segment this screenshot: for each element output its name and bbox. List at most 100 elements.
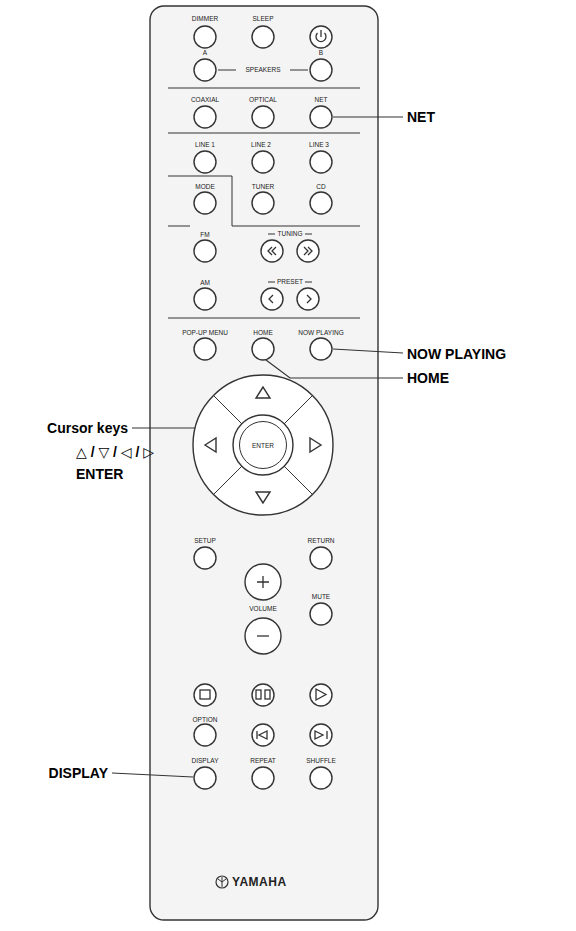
button-label: SPEAKERS: [245, 67, 280, 74]
stop-symbol: [200, 690, 210, 699]
brand-logo: YAMAHA: [232, 876, 287, 888]
remote-button: [194, 547, 216, 569]
button-label: VOLUME: [249, 606, 276, 613]
leader-line: [333, 116, 403, 117]
remote-button: [261, 240, 283, 262]
leader-line: [112, 773, 193, 777]
button-label: A: [203, 50, 207, 57]
previous-symbol: [257, 731, 267, 739]
button-label: LINE 3: [309, 142, 329, 149]
callout-label: DISPLAY: [49, 766, 108, 780]
enter-button: ENTER: [239, 421, 287, 469]
remote-button: [252, 767, 274, 789]
remote-button: [194, 59, 216, 81]
remote-button: [252, 724, 274, 746]
callout-label: Cursor keys: [47, 421, 128, 435]
button-label: PRESET: [277, 279, 303, 286]
bracket-line: [268, 282, 275, 283]
button-label: HOME: [253, 330, 273, 337]
down-arrow-symbol: [256, 492, 270, 503]
remote-button: [310, 151, 332, 173]
remote-button: [194, 338, 216, 360]
separator: [168, 318, 360, 319]
button-label: NET: [315, 97, 328, 104]
remote-button: [252, 684, 274, 706]
pad-divider: [284, 396, 312, 424]
separator: [168, 176, 360, 226]
brand-emblem: [216, 876, 228, 888]
cursor-pad: [193, 375, 333, 515]
pause-symbol: [256, 690, 261, 699]
remote-button: [310, 724, 332, 746]
separator: [168, 226, 190, 227]
button-label: AM: [200, 280, 210, 287]
button-label: RETURN: [307, 538, 334, 545]
pad-divider: [214, 396, 242, 424]
button-label: POP-UP MENU: [182, 330, 228, 337]
remote-body: [150, 6, 378, 920]
button-label: LINE 1: [195, 142, 215, 149]
remote-button: [297, 288, 319, 310]
callout-label: ENTER: [76, 467, 123, 481]
up-arrow-symbol: [256, 387, 270, 398]
callout-label: NOW PLAYING: [407, 347, 506, 361]
remote-button: [194, 192, 216, 214]
preset-down-symbol: [269, 295, 273, 303]
left-arrow-symbol: [205, 438, 216, 452]
bracket-line: [290, 70, 308, 71]
button-label: TUNER: [252, 184, 274, 191]
leader-line: [333, 349, 403, 353]
remote-button: [194, 767, 216, 789]
remote-button: [310, 338, 332, 360]
tuning-up-symbol: [304, 247, 312, 255]
button-label: SHUFFLE: [306, 758, 336, 765]
remote-button: [252, 151, 274, 173]
remote-button: [310, 684, 332, 706]
remote-button: [310, 547, 332, 569]
callout-label: HOME: [407, 371, 449, 385]
button-label: REPEAT: [250, 758, 276, 765]
remote-button: [310, 192, 332, 214]
remote-button: [310, 59, 332, 81]
separator: [168, 88, 360, 89]
bracket-line: [218, 70, 236, 71]
remote-button: [194, 240, 216, 262]
button-label: DISPLAY: [192, 758, 219, 765]
preset-up-symbol: [307, 295, 311, 303]
bracket-line: [305, 234, 312, 235]
button-label: FM: [200, 232, 209, 239]
remote-button: [261, 288, 283, 310]
tuning-down-symbol: [268, 247, 276, 255]
play-symbol: [316, 689, 326, 700]
volume-up-symbol: [257, 576, 269, 588]
remote-button: [310, 603, 332, 625]
volume-down-symbol: [257, 635, 269, 636]
remote-button: [252, 106, 274, 128]
leader-line: [266, 360, 403, 378]
button-label: ENTER: [252, 442, 274, 449]
bracket-line: [305, 282, 312, 283]
button-label: CD: [316, 184, 325, 191]
remote-button: [194, 684, 216, 706]
remote-button: [245, 618, 281, 654]
remote-button: [194, 151, 216, 173]
button-label: OPTICAL: [249, 97, 277, 104]
remote-button: [252, 192, 274, 214]
bracket-line: [268, 234, 275, 235]
brand-emblem: [218, 877, 226, 887]
pause-symbol: [265, 690, 270, 699]
remote-button: [310, 106, 332, 128]
remote-button: [310, 767, 332, 789]
right-arrow-symbol: [310, 438, 321, 452]
button-label: SLEEP: [253, 16, 274, 23]
button-label: MUTE: [312, 594, 330, 601]
callout-label: NET: [407, 110, 435, 124]
button-label: OPTION: [193, 717, 218, 724]
power-symbol: [320, 30, 321, 37]
remote-button: [297, 240, 319, 262]
remote-button: [252, 26, 274, 48]
button-label: DIMMER: [192, 16, 218, 23]
callout-label: △ / ▽ / ◁ / ▷: [76, 445, 154, 459]
pad-divider: [214, 466, 242, 494]
